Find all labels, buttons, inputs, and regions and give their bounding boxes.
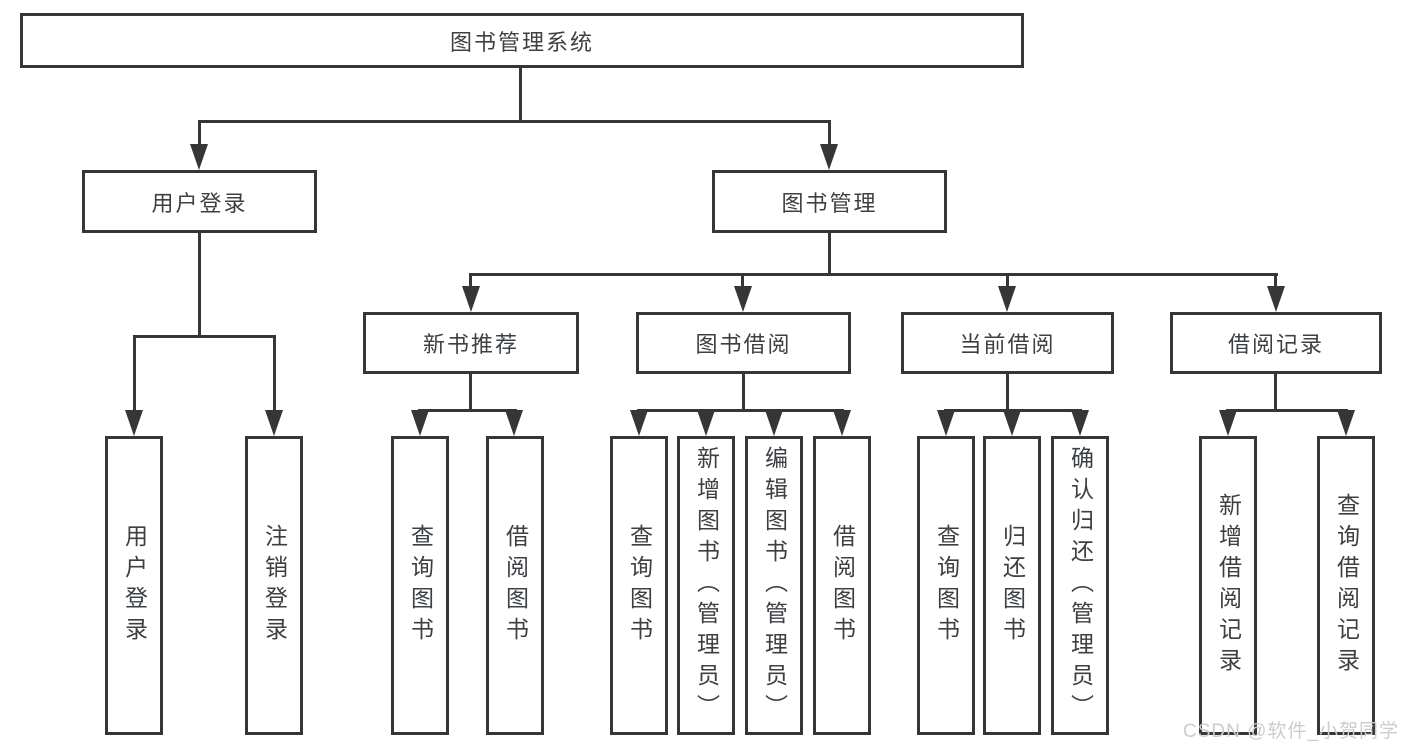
arrow-down-icon: [505, 410, 523, 436]
leaf-edit-book-admin-label: 编辑图书（管理员）: [761, 446, 788, 725]
node-book-management-label: 图书管理: [781, 190, 878, 216]
connector-borrow-records-rail: [1226, 409, 1348, 412]
connector-arrow-stem: [828, 120, 831, 148]
leaf-return-books: 归还图书: [983, 436, 1041, 735]
node-new-book-recommend: 新书推荐: [363, 312, 579, 374]
leaf-borrow-books-borrow: 借阅图书: [813, 436, 871, 735]
arrow-down-icon: [998, 286, 1016, 312]
leaf-logout: 注销登录: [245, 436, 303, 735]
arrow-down-icon: [697, 410, 715, 436]
arrow-down-icon: [937, 410, 955, 436]
connector-level3-rail: [469, 273, 1278, 276]
arrow-down-icon: [462, 286, 480, 312]
arrow-down-icon: [265, 410, 283, 436]
leaf-return-books-label: 归还图书: [999, 523, 1026, 648]
leaf-query-books-borrow: 查询图书: [610, 436, 668, 735]
leaf-borrow-books-recommend-label: 借阅图书: [502, 523, 529, 648]
connector-new-book-stem: [469, 374, 472, 411]
node-user-login: 用户登录: [82, 170, 317, 233]
leaf-add-borrow-record-label: 新增借阅记录: [1215, 492, 1242, 679]
arrow-down-icon: [734, 286, 752, 312]
leaf-borrow-books-borrow-label: 借阅图书: [829, 523, 856, 648]
node-root: 图书管理系统: [20, 13, 1024, 68]
node-root-label: 图书管理系统: [449, 29, 594, 55]
leaf-add-book-admin: 新增图书（管理员）: [677, 436, 735, 735]
leaf-query-books-current-label: 查询图书: [933, 523, 960, 648]
connector-arrow-stem: [1006, 273, 1009, 291]
node-user-login-label: 用户登录: [151, 190, 248, 216]
connector-root-stem: [519, 68, 522, 122]
node-new-book-recommend-label: 新书推荐: [422, 332, 519, 357]
arrow-down-icon: [630, 410, 648, 436]
connector-user-login-rail: [133, 335, 276, 338]
connector-arrow-stem: [198, 120, 201, 148]
connector-book-borrow-stem: [742, 374, 745, 411]
connector-arrow-stem: [133, 335, 136, 413]
connector-arrow-stem: [469, 273, 472, 291]
arrow-down-icon: [411, 410, 429, 436]
watermark: CSDN @软件_小贺同学: [1183, 721, 1399, 742]
connector-book-borrow-rail: [637, 409, 844, 412]
arrow-down-icon: [820, 144, 838, 170]
leaf-user-login-label: 用户登录: [121, 523, 148, 648]
leaf-query-books-recommend: 查询图书: [391, 436, 449, 735]
node-borrow-records-label: 借阅记录: [1227, 332, 1324, 357]
arrow-down-icon: [1267, 286, 1285, 312]
arrow-down-icon: [1003, 410, 1021, 436]
node-borrow-records: 借阅记录: [1170, 312, 1382, 374]
node-book-management: 图书管理: [712, 170, 947, 233]
arrow-down-icon: [1071, 410, 1089, 436]
leaf-confirm-return-admin-label: 确认归还（管理员）: [1067, 446, 1094, 725]
leaf-edit-book-admin: 编辑图书（管理员）: [745, 436, 803, 735]
node-current-borrow: 当前借阅: [901, 312, 1114, 374]
connector-borrow-records-stem: [1274, 374, 1277, 411]
arrow-down-icon: [765, 410, 783, 436]
node-book-borrow: 图书借阅: [636, 312, 851, 374]
leaf-add-borrow-record: 新增借阅记录: [1199, 436, 1257, 735]
node-book-borrow-label: 图书借阅: [695, 332, 792, 357]
leaf-query-books-recommend-label: 查询图书: [407, 523, 434, 648]
leaf-user-login: 用户登录: [105, 436, 163, 735]
connector-current-borrow-stem: [1006, 374, 1009, 411]
connector-new-book-rail: [418, 409, 517, 412]
leaf-logout-label: 注销登录: [261, 523, 288, 648]
arrow-down-icon: [190, 144, 208, 170]
leaf-confirm-return-admin: 确认归还（管理员）: [1051, 436, 1109, 735]
leaf-query-borrow-record-label: 查询借阅记录: [1333, 492, 1360, 679]
arrow-down-icon: [1219, 410, 1237, 436]
leaf-borrow-books-recommend: 借阅图书: [486, 436, 544, 735]
connector-user-login-stem: [198, 233, 201, 337]
connector-arrow-stem: [741, 273, 744, 291]
leaf-query-borrow-record: 查询借阅记录: [1317, 436, 1375, 735]
node-current-borrow-label: 当前借阅: [959, 332, 1056, 357]
arrow-down-icon: [125, 410, 143, 436]
connector-arrow-stem: [1274, 273, 1277, 291]
leaf-query-books-current: 查询图书: [917, 436, 975, 735]
connector-level2-rail: [198, 120, 831, 123]
leaf-query-books-borrow-label: 查询图书: [626, 523, 653, 648]
connector-book-management-stem: [828, 233, 831, 275]
connector-arrow-stem: [273, 335, 276, 413]
leaf-add-book-admin-label: 新增图书（管理员）: [693, 446, 720, 725]
arrow-down-icon: [1337, 410, 1355, 436]
arrow-down-icon: [833, 410, 851, 436]
